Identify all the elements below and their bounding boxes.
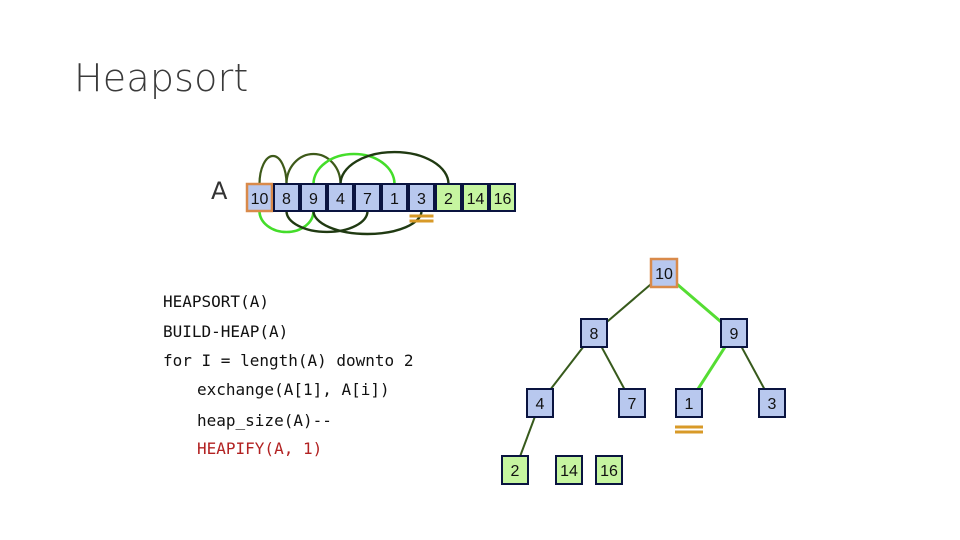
- tree-node-value: 16: [600, 463, 618, 480]
- array-cell-box: [408, 183, 435, 212]
- tree-node-box: [580, 318, 608, 348]
- array-cell: 16: [489, 183, 516, 212]
- array-cell-box: [273, 183, 300, 212]
- tree-node: 8: [580, 318, 608, 348]
- tree-node-value: 7: [628, 396, 637, 413]
- tree-node-box: [501, 455, 529, 485]
- code-line-heapify: HEAPIFY(A, 1): [197, 439, 323, 458]
- heap-tree: 10 8 9 4 7 1 3 2 14 16: [501, 257, 786, 485]
- array-cell-box: [327, 183, 354, 212]
- code-line-for-loop: for I = length(A) downto 2: [163, 351, 414, 370]
- tree-node-box: [618, 388, 646, 418]
- tree-node: 9: [720, 318, 748, 348]
- arc-2-5: [285, 210, 369, 234]
- array-cell: 10: [245, 182, 274, 213]
- array-cell-box: [435, 183, 462, 212]
- tree-node-box: [555, 455, 583, 485]
- tree-node-value: 3: [768, 396, 777, 413]
- tree-heap-end-marker: [675, 425, 703, 434]
- tree-node-value: 9: [730, 326, 739, 343]
- array-cell-value: 10: [251, 191, 269, 208]
- tree-node: 4: [526, 388, 554, 418]
- array-cell: 4: [327, 183, 354, 212]
- tree-node: 2: [501, 455, 529, 485]
- tree-node-value: 2: [511, 463, 520, 480]
- array-cell-value: 3: [417, 191, 426, 208]
- array-cell: 9: [300, 183, 327, 212]
- array-cell-value: 16: [494, 191, 512, 208]
- tree-node: 1: [675, 388, 703, 418]
- tree-node-value: 4: [536, 396, 545, 413]
- array-cell-box: [245, 182, 274, 213]
- array-cell-box: [354, 183, 381, 212]
- code-line-exchange: exchange(A[1], A[i]): [197, 380, 390, 399]
- arc-1-3: [258, 210, 315, 234]
- tree-edges: [514, 271, 773, 471]
- arc-4-8: [339, 150, 450, 185]
- array-cell: 7: [354, 183, 381, 212]
- array-cell: 3: [408, 183, 435, 212]
- tree-node-box: [675, 388, 703, 418]
- array-cell: 2: [435, 183, 462, 212]
- arc-3-6: [312, 152, 396, 185]
- tree-node-box: [720, 318, 748, 348]
- tree-node-box: [595, 455, 623, 485]
- array-arcs: [258, 150, 450, 236]
- tree-node-value: 8: [590, 326, 599, 343]
- array-cell-box: [462, 183, 489, 212]
- array-cell: 8: [273, 183, 300, 212]
- array-cell-value: 7: [363, 191, 372, 208]
- code-line-heapsort: HEAPSORT(A): [163, 292, 269, 311]
- tree-node: 3: [758, 388, 786, 418]
- array-cell: 14: [462, 183, 489, 212]
- tree-node-box: [649, 257, 679, 289]
- tree-node-value: 14: [560, 463, 578, 480]
- array-row: 10 8 9 4 7 1 3 2 14 16: [245, 182, 516, 213]
- tree-node-box: [526, 388, 554, 418]
- array-cell-box: [489, 183, 516, 212]
- arc-2-4: [285, 152, 342, 185]
- array-cell-value: 8: [282, 191, 291, 208]
- array-label: A: [211, 177, 228, 205]
- tree-node-value: 1: [685, 396, 694, 413]
- array-cell-box: [300, 183, 327, 212]
- array-cell-value: 1: [390, 191, 399, 208]
- array-cell-value: 2: [444, 191, 453, 208]
- array-cell-value: 14: [467, 191, 485, 208]
- array-cell-value: 9: [309, 191, 318, 208]
- tree-node: 14: [555, 455, 583, 485]
- array-cell-value: 4: [336, 191, 345, 208]
- tree-node: 16: [595, 455, 623, 485]
- slide-title: Heapsort: [74, 56, 249, 100]
- arc-1-2: [258, 154, 288, 185]
- array-cell: 1: [381, 183, 408, 212]
- tree-node: 7: [618, 388, 646, 418]
- tree-node: 10: [649, 257, 679, 289]
- tree-node-value: 10: [655, 266, 673, 283]
- code-line-heap-size: heap_size(A)--: [197, 411, 332, 430]
- array-cell-box: [381, 183, 408, 212]
- code-line-build-heap: BUILD-HEAP(A): [163, 322, 289, 341]
- tree-node-box: [758, 388, 786, 418]
- heap-end-marker: [409, 214, 434, 223]
